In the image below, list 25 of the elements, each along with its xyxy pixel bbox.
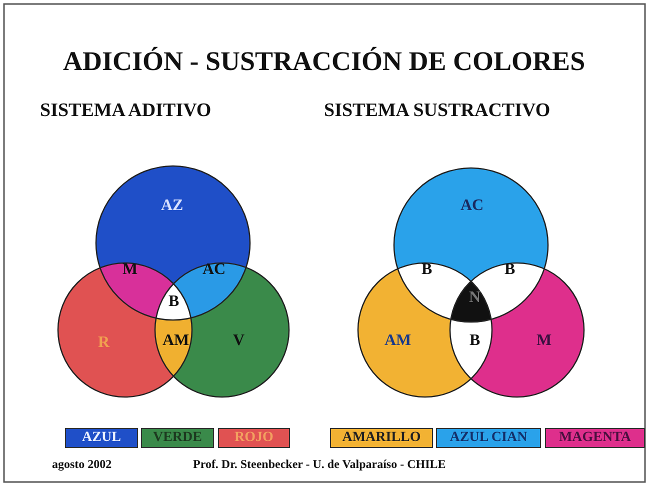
region-label: V: [233, 333, 245, 349]
subtitle: SISTEMA ADITIVO: [40, 101, 212, 120]
region-label: AZ: [161, 198, 184, 214]
region-label: AC: [460, 198, 484, 214]
legend-swatch: ROJO: [218, 428, 290, 448]
title: ADICIÓN - SUSTRACCIÓN DE COLORES: [63, 48, 586, 75]
region-label: AC: [202, 262, 226, 278]
legend-swatch: AZUL: [65, 428, 138, 448]
legend-swatch: AMARILLO: [330, 428, 433, 448]
region-label: N: [469, 290, 481, 306]
region-label: B: [422, 262, 432, 278]
region-label: R: [98, 335, 110, 351]
region-label: B: [470, 333, 480, 349]
region-label: B: [504, 262, 516, 278]
region-label: AM: [384, 333, 412, 349]
region-label: B: [168, 294, 180, 310]
legend-swatch: MAGENTA: [545, 428, 645, 448]
region-label: AM: [162, 333, 190, 349]
author-credit: Prof. Dr. Steenbecker - U. de Valparaíso - CHILE: [193, 458, 446, 470]
legend-swatch: AZUL CIAN: [436, 428, 541, 448]
subtitle: SISTEMA SUSTRACTIVO: [324, 101, 550, 120]
date-note: agosto 2002: [52, 458, 112, 470]
region-label: M: [536, 333, 552, 349]
legend-swatch: VERDE: [141, 428, 214, 448]
region-label: M: [122, 262, 138, 278]
